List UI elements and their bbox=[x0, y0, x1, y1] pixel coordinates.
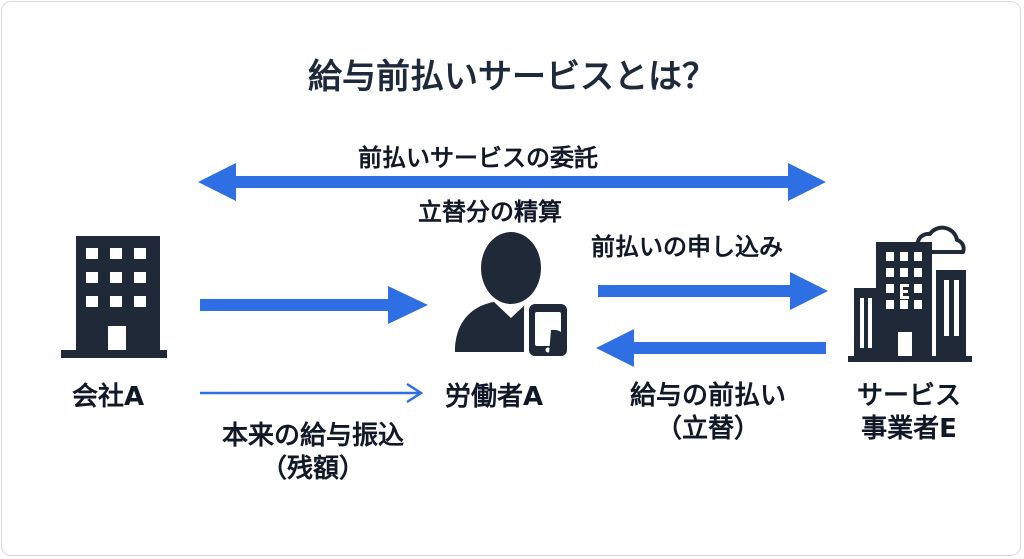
company-label: 会社A bbox=[72, 382, 145, 412]
worker-label: 労働者A bbox=[445, 382, 544, 412]
cloud-office-building-icon bbox=[848, 225, 972, 362]
service-label: サービス 事業者E bbox=[830, 380, 988, 445]
settlement-arrow bbox=[200, 286, 428, 324]
advance-payment-label-line2: （立替） bbox=[655, 413, 760, 444]
advance-payment-label-line1: 給与の前払い bbox=[629, 381, 786, 411]
salary-transfer-label-line2: （残額） bbox=[260, 453, 365, 484]
advance-payment-label: 給与の前払い （立替） bbox=[600, 380, 816, 445]
service-label-line1: サービス bbox=[856, 381, 961, 411]
application-arrow bbox=[598, 272, 828, 310]
office-building-icon bbox=[61, 236, 167, 358]
salary-transfer-label: 本来の給与振込 （残額） bbox=[188, 420, 438, 485]
consignment-label: 前払いサービスの委託 bbox=[358, 144, 598, 172]
consignment-double-arrow bbox=[198, 163, 826, 201]
page-title: 給与前払いサービスとは？ bbox=[308, 57, 716, 97]
application-label: 前払いの申し込み bbox=[591, 233, 783, 261]
service-label-line2: 事業者E bbox=[861, 413, 957, 444]
person-with-smartphone-icon bbox=[455, 232, 572, 360]
salary-transfer-arrow bbox=[200, 382, 424, 404]
salary-transfer-label-line1: 本来の給与振込 bbox=[221, 421, 404, 451]
settlement-label: 立替分の精算 bbox=[418, 198, 562, 226]
advance-payment-arrow bbox=[596, 329, 826, 367]
